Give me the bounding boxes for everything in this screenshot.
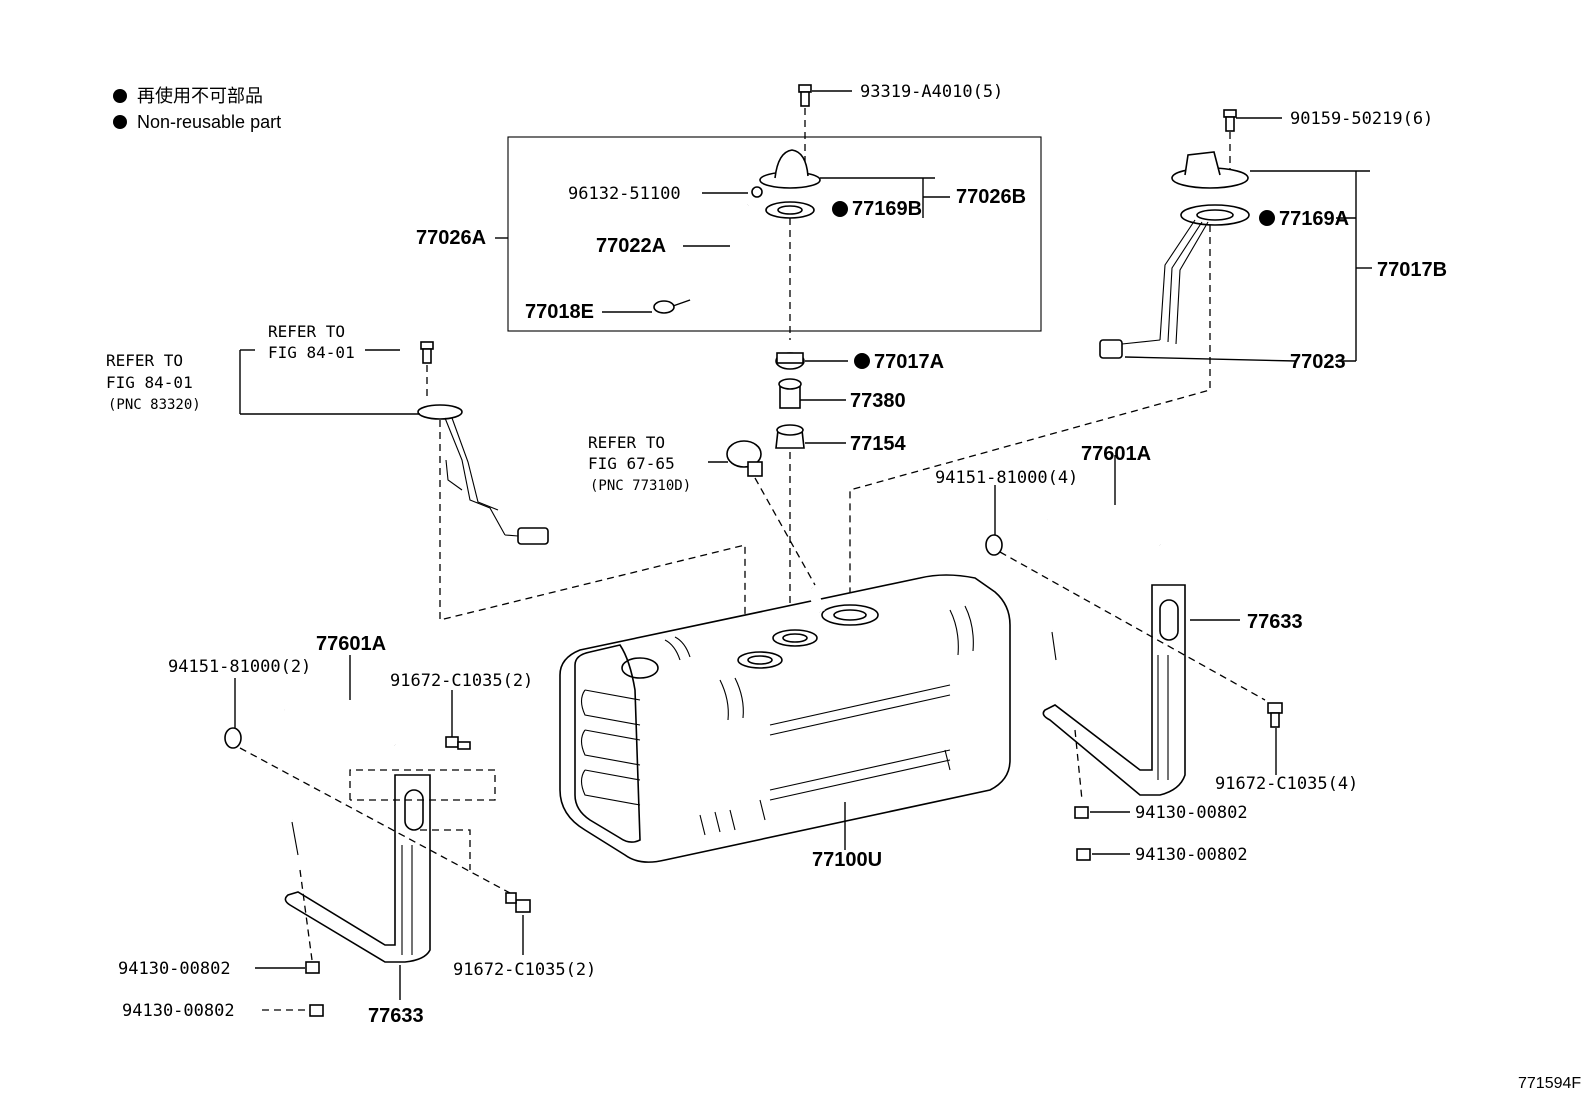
legend-japanese: 再使用不可部品 [137, 86, 263, 106]
nut-94130-right-2[interactable] [1076, 848, 1091, 861]
label-94130-left-1[interactable]: 94130-00802 [118, 959, 231, 979]
bolt-left-sender[interactable] [420, 341, 434, 364]
label-77100U[interactable]: 77100U [812, 849, 882, 871]
label-96132[interactable]: 96132-51100 [568, 184, 681, 204]
ref-84-a-line1[interactable]: REFER TO [268, 322, 345, 341]
cap-77154[interactable] [775, 424, 805, 449]
label-94130-right-2[interactable]: 94130-00802 [1135, 845, 1248, 865]
ref-84-b-line2[interactable]: FIG 84-01 [106, 373, 193, 392]
hose-77022A[interactable] [653, 186, 763, 314]
strap-77601A-right[interactable] [1044, 493, 1163, 661]
label-77022A[interactable]: 77022A [596, 235, 666, 257]
label-94130-right-1[interactable]: 94130-00802 [1135, 803, 1248, 823]
non-reusable-bullet-icon [832, 201, 848, 217]
label-77018E[interactable]: 77018E [525, 301, 594, 323]
legend-english: Non-reusable part [137, 112, 281, 132]
label-77601A-right[interactable]: 77601A [1081, 443, 1151, 465]
label-77633-right[interactable]: 77633 [1247, 611, 1303, 633]
nut-94130-right-1[interactable] [1074, 806, 1089, 819]
bracket-77633-left[interactable] [284, 774, 431, 963]
label-77169A[interactable]: 77169A [1279, 208, 1349, 230]
nut-94151-left[interactable] [224, 727, 242, 749]
nut-94130-left-2[interactable] [309, 1004, 324, 1017]
label-77154[interactable]: 77154 [850, 433, 906, 455]
label-77026B[interactable]: 77026B [956, 186, 1026, 208]
bolt-93319[interactable] [798, 84, 812, 107]
legend: 再使用不可部品 Non-reusable part [113, 86, 281, 132]
fuel-tank-77100U[interactable] [559, 574, 1011, 863]
non-reusable-bullet-icon [1259, 210, 1275, 226]
bolt-91672-left-1[interactable] [445, 736, 471, 750]
label-77026A[interactable]: 77026A [416, 227, 486, 249]
label-90159[interactable]: 90159-50219(6) [1290, 109, 1433, 129]
bolt-91672-left-2[interactable] [505, 892, 531, 913]
bolt-91672-right[interactable] [1267, 702, 1283, 728]
label-77023[interactable]: 77023 [1290, 351, 1346, 373]
bullet-icon [113, 115, 127, 129]
filter-77380[interactable] [778, 378, 802, 409]
nut-94151-right[interactable] [985, 534, 1003, 556]
label-91672-right[interactable]: 91672-C1035(4) [1215, 774, 1358, 794]
label-94151-right[interactable]: 94151-81000(4) [935, 468, 1078, 488]
label-77169B[interactable]: 77169B [852, 198, 922, 220]
ref-67-line1[interactable]: REFER TO [588, 433, 665, 452]
ref-84-b-line1[interactable]: REFER TO [106, 351, 183, 370]
sender-gauge-left[interactable] [417, 404, 549, 545]
nut-94130-left-1[interactable] [305, 961, 320, 974]
non-reusable-bullet-icon [854, 353, 870, 369]
label-91672-left-1[interactable]: 91672-C1035(2) [390, 671, 533, 691]
label-77380[interactable]: 77380 [850, 390, 906, 412]
strap-77601A-left[interactable] [281, 684, 398, 856]
label-77017A[interactable]: 77017A [874, 351, 944, 373]
ref-84-a-line2[interactable]: FIG 84-01 [268, 343, 355, 362]
sensor-67-65[interactable] [726, 440, 763, 477]
label-94130-left-2[interactable]: 94130-00802 [122, 1001, 235, 1021]
ref-67-line2[interactable]: FIG 67-65 [588, 454, 675, 473]
label-93319[interactable]: 93319-A4010(5) [860, 82, 1003, 102]
gasket-77017A[interactable] [775, 352, 805, 370]
sender-gauge-cap[interactable] [759, 149, 821, 219]
label-77601A-left[interactable]: 77601A [316, 633, 386, 655]
label-91672-left-2[interactable]: 91672-C1035(2) [453, 960, 596, 980]
label-94151-left[interactable]: 94151-81000(2) [168, 657, 311, 677]
ref-67-line3: (PNC 77310D) [590, 478, 691, 494]
label-77017B[interactable]: 77017B [1377, 259, 1447, 281]
bullet-icon [113, 89, 127, 103]
bracket-77633-right[interactable] [1042, 584, 1186, 796]
ref-84-b-line3: (PNC 83320) [108, 397, 201, 413]
sender-gauge-77017B[interactable] [1099, 151, 1250, 359]
label-77633-left[interactable]: 77633 [368, 1005, 424, 1027]
bolt-90159[interactable] [1223, 109, 1237, 132]
figure-number: 771594F [1518, 1075, 1581, 1092]
subassembly-box-77026A [507, 136, 1042, 332]
